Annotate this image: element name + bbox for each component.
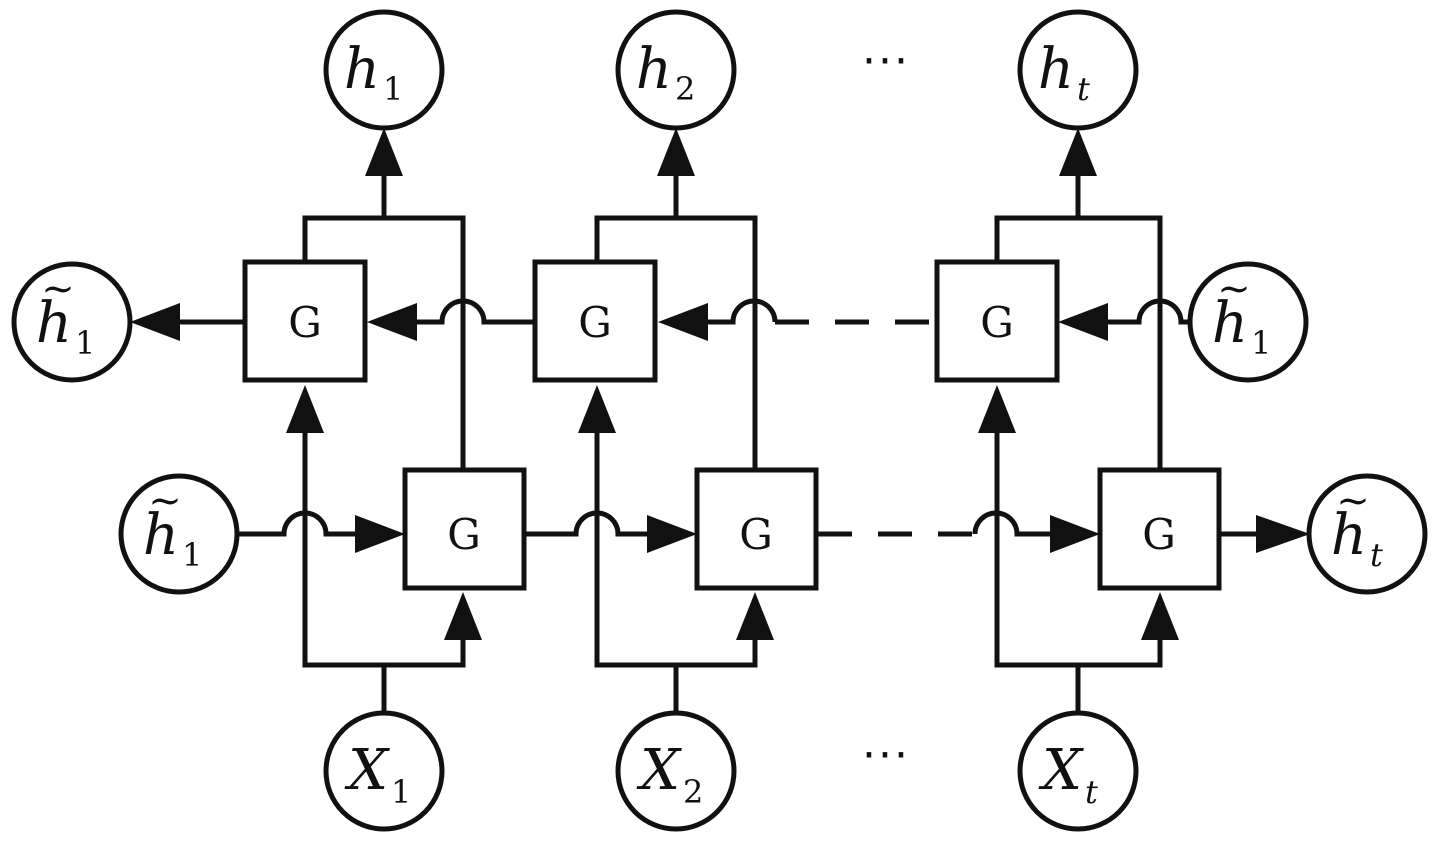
arrow-up-ht xyxy=(1059,128,1097,176)
arrow-left-bgate1 xyxy=(367,303,417,341)
forward-gate-1: G xyxy=(402,467,527,591)
tilde-mark: ~ xyxy=(41,266,75,312)
arrow-left-bgate2 xyxy=(658,303,708,341)
output-sub: t xyxy=(1077,70,1090,108)
input-sub: 2 xyxy=(683,773,703,811)
backward-gate-1: G xyxy=(242,259,368,383)
arrow-left-bgatet xyxy=(1058,303,1108,341)
arrow-up-bgate1 xyxy=(286,385,324,433)
gate-label: G xyxy=(739,510,773,559)
input-var: X xyxy=(344,738,390,803)
output-node-h1: h 1 xyxy=(323,9,445,131)
arrow-up-h2 xyxy=(657,128,695,176)
forward-state-left: ~ h 1 xyxy=(118,473,240,595)
forward-gate-t: G xyxy=(1097,467,1222,591)
input-node-x2: X 2 xyxy=(615,710,737,832)
arrow-right-fgate2 xyxy=(647,515,697,553)
input-connectors xyxy=(302,420,1163,713)
backward-state-right: ~ h 1 xyxy=(1187,261,1309,383)
tilde-mark: ~ xyxy=(1217,266,1251,312)
forward-state-right: ~ h t xyxy=(1306,473,1428,595)
backward-gate-2: G xyxy=(532,259,658,383)
arrow-right-fgatet xyxy=(1050,515,1100,553)
arrowheads xyxy=(130,128,1310,640)
arrow-left-to-htilde xyxy=(130,303,180,341)
state-var: h xyxy=(36,291,72,356)
state-var: h xyxy=(143,503,179,568)
gate-label: G xyxy=(578,298,612,347)
state-sub: 1 xyxy=(75,324,95,362)
input-node-x1: X 1 xyxy=(323,710,445,832)
arrow-up-bgatet xyxy=(978,385,1016,433)
output-connectors xyxy=(302,165,1163,470)
output-var: h xyxy=(636,37,672,102)
backward-state-left: ~ h 1 xyxy=(11,261,133,383)
gate-label: G xyxy=(1142,510,1176,559)
arrow-up-fgate1 xyxy=(444,592,482,640)
forward-gate-2: G xyxy=(694,467,819,591)
top-ellipsis: ··· xyxy=(862,36,910,87)
tilde-mark: ~ xyxy=(1336,478,1370,524)
forward-row-lines xyxy=(237,510,1262,537)
arrow-up-bgate2 xyxy=(578,385,616,433)
output-node-h2: h 2 xyxy=(615,9,737,131)
input-sub: 1 xyxy=(391,773,411,811)
output-node-ht: h t xyxy=(1017,9,1139,131)
gate-label: G xyxy=(980,298,1014,347)
input-var: X xyxy=(1038,738,1084,803)
gate-label: G xyxy=(447,510,481,559)
output-sub: 2 xyxy=(675,70,695,108)
input-node-xt: X t xyxy=(1017,710,1139,832)
backward-row-lines xyxy=(175,298,1195,325)
state-var: h xyxy=(1331,503,1367,568)
output-var: h xyxy=(1038,37,1074,102)
arrow-right-fgate1 xyxy=(355,515,405,553)
input-var: X xyxy=(636,738,682,803)
bottom-ellipsis: ··· xyxy=(862,730,910,781)
tilde-mark: ~ xyxy=(148,478,182,524)
arrow-up-fgate2 xyxy=(736,592,774,640)
output-sub: 1 xyxy=(383,70,403,108)
arrow-up-fgatet xyxy=(1141,592,1179,640)
output-var: h xyxy=(344,37,380,102)
gate-label: G xyxy=(288,298,322,347)
state-sub: t xyxy=(1370,536,1383,574)
state-var: h xyxy=(1212,291,1248,356)
state-sub: 1 xyxy=(1251,324,1271,362)
arrow-right-to-htilde-t xyxy=(1256,515,1310,553)
arrow-up-h1 xyxy=(365,128,403,176)
input-sub: t xyxy=(1085,773,1098,811)
backward-gate-t: G xyxy=(934,259,1060,383)
state-sub: 1 xyxy=(182,536,202,574)
